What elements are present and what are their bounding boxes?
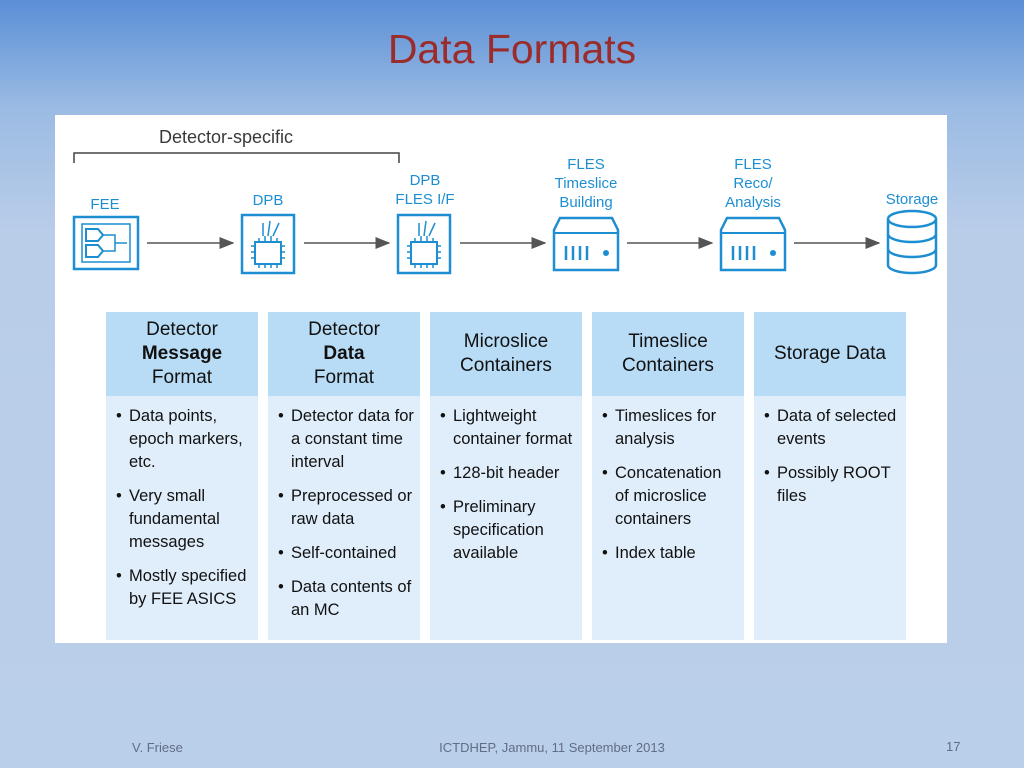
list-item: Data contents of an MC bbox=[278, 576, 414, 622]
format-column: Microslice Containers Lightweight contai… bbox=[430, 312, 582, 640]
list-item: Self-contained bbox=[278, 542, 414, 565]
bullet-list: Lightweight container format 128-bit hea… bbox=[430, 396, 582, 565]
list-item: Data points, epoch markers, etc. bbox=[116, 405, 252, 474]
bullet-list: Timeslices for analysis Concatenation of… bbox=[592, 396, 744, 565]
stage-label-fles-reco-analysis: FLES Reco/ Analysis bbox=[725, 156, 781, 211]
list-item: Detector data for a constant time interv… bbox=[278, 405, 414, 474]
column-title-line: Format bbox=[151, 367, 213, 388]
footer-event: ICTDHEP, Jammu, 11 September 2013 bbox=[439, 740, 665, 755]
detector-specific-bracket bbox=[73, 152, 400, 163]
column-title-line: Detector bbox=[146, 319, 218, 340]
stage-label-fee: FEE bbox=[90, 196, 120, 213]
list-item: Index table bbox=[602, 542, 738, 565]
column-title-line: Storage Data bbox=[774, 343, 886, 364]
list-item: Preliminary specification available bbox=[440, 496, 576, 565]
column-title-line: Microslice bbox=[463, 331, 549, 352]
stage-label-dpb-fles-if: DPB FLES I/F bbox=[395, 172, 455, 208]
stage-label-fles-timeslice-building: FLES Timeslice Building bbox=[554, 156, 618, 211]
list-item: Lightweight container format bbox=[440, 405, 576, 451]
list-item: 128-bit header bbox=[440, 462, 576, 485]
format-column: Timeslice Containers Timeslices for anal… bbox=[592, 312, 744, 640]
bracket-label: Detector-specific bbox=[159, 127, 294, 147]
footer-author: V. Friese bbox=[132, 740, 183, 755]
column-title-line: Timeslice bbox=[628, 331, 708, 352]
column-title-line: Containers bbox=[622, 355, 714, 376]
list-item: Very small fundamental messages bbox=[116, 485, 252, 554]
column-title-emphasis: Message bbox=[141, 343, 223, 364]
database-icon bbox=[886, 209, 938, 275]
list-item: Concatenation of microslice containers bbox=[602, 462, 738, 531]
chip-icon bbox=[240, 213, 296, 275]
bullet-list: Detector data for a constant time interv… bbox=[268, 396, 420, 622]
list-item: Mostly specified by FEE ASICS bbox=[116, 565, 252, 611]
stage-label-storage: Storage bbox=[885, 191, 939, 208]
column-title-line: Format bbox=[313, 367, 375, 388]
column-header: Storage Data bbox=[754, 312, 906, 396]
column-header: Microslice Containers bbox=[430, 312, 582, 396]
column-title-line: Detector bbox=[308, 319, 380, 340]
list-item: Data of selected events bbox=[764, 405, 900, 451]
list-item: Timeslices for analysis bbox=[602, 405, 738, 451]
stage-label-dpb: DPB bbox=[252, 192, 284, 209]
column-header: Detector Message Format bbox=[106, 312, 258, 396]
format-column: Detector Data Format Detector data for a… bbox=[268, 312, 420, 640]
slide-title: Data Formats bbox=[387, 26, 637, 72]
fee-board-icon bbox=[72, 215, 140, 271]
server-icon bbox=[719, 216, 787, 272]
chip-icon bbox=[396, 213, 452, 275]
column-title-emphasis: Data bbox=[323, 343, 365, 364]
column-header: Detector Data Format bbox=[268, 312, 420, 396]
format-column: Storage Data Data of selected events Pos… bbox=[754, 312, 906, 640]
bullet-list: Data points, epoch markers, etc. Very sm… bbox=[106, 396, 258, 611]
page-number: 17 bbox=[946, 739, 961, 754]
list-item: Preprocessed or raw data bbox=[278, 485, 414, 531]
data-flow-diagram: Detector-specific FEE DPB DPB FLES I/F F… bbox=[55, 115, 947, 643]
list-item: Possibly ROOT files bbox=[764, 462, 900, 508]
format-column: Detector Message Format Data points, epo… bbox=[106, 312, 258, 640]
server-icon bbox=[552, 216, 620, 272]
column-header: Timeslice Containers bbox=[592, 312, 744, 396]
column-title-line: Containers bbox=[460, 355, 552, 376]
bullet-list: Data of selected events Possibly ROOT fi… bbox=[754, 396, 906, 508]
diagram-graphics bbox=[72, 152, 938, 275]
